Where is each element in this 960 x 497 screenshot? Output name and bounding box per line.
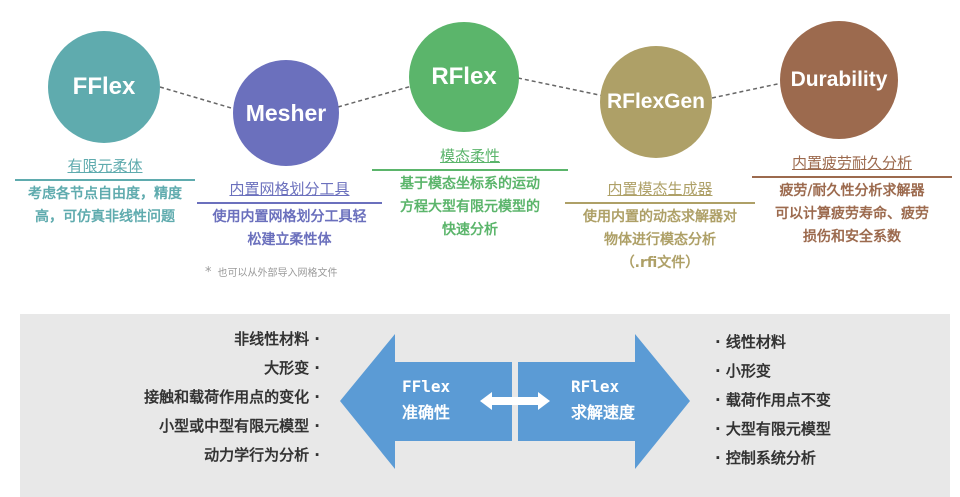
column-mesher-title: 内置网格划分工具 (197, 178, 382, 204)
column-rflexgen-title: 内置模态生成器 (565, 178, 755, 204)
node-rflex: RFlex (409, 22, 519, 132)
column-durability-line-2: 可以计算疲劳寿命、疲劳 (775, 206, 929, 222)
right-item-1: · 线性材料 (715, 333, 786, 351)
left-feature-list: 非线性材料 · 大形变 · 接触和载荷作用点的变化 · 小型或中型有限元模型 ·… (20, 314, 320, 497)
column-durability-line-1: 疲劳/耐久性分析求解器 (779, 183, 925, 199)
left-item-1: 非线性材料 · (234, 330, 320, 348)
right-item-4: · 大型有限元模型 (715, 420, 831, 438)
column-fflex-desc: 考虑各节点自由度，精度 高，可仿真非线性问题 (15, 183, 195, 229)
left-arrow-label: FFlex 准确性 (402, 374, 450, 426)
column-rflex-line-2: 方程大型有限元模型的 (400, 199, 540, 215)
column-rflexgen-line-3: （.rfi文件） (620, 255, 700, 271)
right-item-5: · 控制系统分析 (715, 449, 816, 467)
column-rflex-line-3: 快速分析 (442, 222, 498, 238)
column-mesher: 内置网格划分工具 使用内置网格划分工具轻 松建立柔性体 (197, 178, 382, 252)
node-rflex-label: RFlex (431, 63, 497, 90)
left-item-4: 小型或中型有限元模型 · (159, 417, 320, 435)
column-mesher-line-1: 使用内置网格划分工具轻 (212, 209, 367, 225)
right-arrow-shape (518, 334, 690, 469)
right-arrow-line-1: RFlex (571, 377, 620, 396)
column-fflex-title: 有限元柔体 (15, 155, 195, 181)
column-rflex: 模态柔性 基于模态坐标系的运动 方程大型有限元模型的 快速分析 (372, 145, 568, 242)
node-mesher-label: Mesher (245, 99, 327, 126)
column-mesher-desc: 使用内置网格划分工具轻 松建立柔性体 (197, 206, 382, 252)
note-asterisk: * (205, 265, 212, 280)
column-rflexgen: 内置模态生成器 使用内置的动态求解器对 物体进行模态分析 （.rfi文件） (565, 178, 755, 275)
double-arrow-graphic (340, 334, 690, 469)
mesher-note: * 也可以从外部导入网格文件 (205, 264, 338, 280)
column-durability-desc: 疲劳/耐久性分析求解器 可以计算疲劳寿命、疲劳 损伤和安全系数 (752, 180, 952, 249)
column-durability-line-3: 损伤和安全系数 (803, 229, 901, 245)
node-rflexgen-label: RFlexGen (606, 90, 706, 113)
left-arrow-shape (340, 334, 512, 469)
left-item-2: 大形变 · (264, 359, 320, 377)
node-durability: Durability (780, 21, 898, 139)
node-fflex-label: FFlex (72, 73, 136, 100)
left-item-3: 接触和载荷作用点的变化 · (144, 388, 320, 406)
right-item-2: · 小形变 (715, 362, 771, 380)
column-fflex: 有限元柔体 考虑各节点自由度，精度 高，可仿真非线性问题 (15, 155, 195, 229)
left-item-5: 动力学行为分析 · (204, 446, 320, 464)
column-fflex-line-2: 高，可仿真非线性问题 (35, 209, 175, 225)
column-mesher-line-2: 松建立柔性体 (247, 232, 332, 248)
node-fflex: FFlex (48, 31, 160, 143)
column-rflex-title: 模态柔性 (372, 145, 568, 171)
column-durability-title: 内置疲劳耐久分析 (752, 152, 952, 178)
column-rflexgen-line-2: 物体进行模态分析 (604, 232, 716, 248)
node-durability-label: Durability (790, 68, 888, 91)
column-rflex-line-1: 基于模态坐标系的运动 (400, 176, 540, 192)
right-arrow-line-2: 求解速度 (571, 403, 636, 422)
small-double-arrow-icon (480, 392, 550, 410)
node-mesher: Mesher (233, 60, 339, 166)
right-feature-list: · 线性材料 · 小形变 · 载荷作用点不变 · 大型有限元模型 · 控制系统分… (715, 314, 945, 497)
right-arrow-label: RFlex 求解速度 (571, 374, 635, 426)
column-rflexgen-desc: 使用内置的动态求解器对 物体进行模态分析 （.rfi文件） (565, 206, 755, 275)
right-item-3: · 载荷作用点不变 (715, 391, 831, 409)
column-rflexgen-line-1: 使用内置的动态求解器对 (583, 209, 737, 225)
column-rflex-desc: 基于模态坐标系的运动 方程大型有限元模型的 快速分析 (372, 173, 568, 242)
note-text: 也可以从外部导入网格文件 (217, 268, 338, 279)
node-rflexgen: RFlexGen (600, 46, 712, 158)
column-durability: 内置疲劳耐久分析 疲劳/耐久性分析求解器 可以计算疲劳寿命、疲劳 损伤和安全系数 (752, 152, 952, 249)
left-arrow-line-1: FFlex (402, 377, 451, 396)
left-arrow-line-2: 准确性 (402, 403, 451, 422)
comparison-panel: 非线性材料 · 大形变 · 接触和载荷作用点的变化 · 小型或中型有限元模型 ·… (20, 314, 950, 497)
connector-lines (159, 77, 783, 111)
column-fflex-line-1: 考虑各节点自由度，精度 (28, 186, 182, 202)
